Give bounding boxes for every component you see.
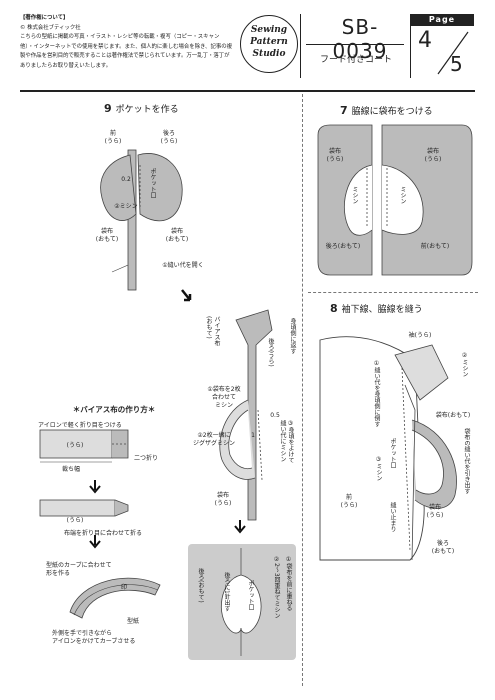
s8-stop: 縫い止まり (389, 502, 396, 532)
gb-fold-front: ①袋布を前に重ねる (285, 556, 292, 611)
logo-line-3: Studio (252, 49, 286, 59)
step9-title: ポケットを作る (115, 105, 179, 115)
s8-bag-outer: 袋布(おもて) (435, 412, 471, 419)
step7-title: 脇線に袋布をつける (351, 107, 433, 117)
copyright-body: こちらの型紙に掲載の写真・イラスト・レシピ等の転載・複写（コピー・スキャン他）・… (20, 34, 233, 69)
s9-open-seam: ①縫い代を開く (162, 262, 204, 269)
pattern-name: フード付きコート (319, 55, 392, 65)
copyright-notice: 【著作権について】 © 株式会社ブティック社 こちらの型紙に掲載の写真・イラスト… (20, 14, 232, 71)
bias-paper: 型紙 (126, 618, 139, 625)
s7-machine-right: ミシン (399, 186, 406, 204)
gb-repeat: ②2～3回重ねてミシン (273, 556, 280, 619)
pf-zigzag: ②2枚一緒に ジグザグミシン (192, 432, 235, 447)
bias-iron-curve: 外側を手で引きながら アイロンをかけてカーブさせる (52, 630, 136, 645)
s9-bag-right: 袋布 (おもて) (165, 228, 189, 243)
pf-avoid: ③身頃をよけて 縫い代にミシン (279, 420, 294, 463)
step7-number: 7 (340, 104, 348, 117)
s8-fold-seam: ①縫い代を身頃側に倒す (373, 360, 380, 427)
step9-diagram (100, 149, 183, 291)
s8-pull-seam: 袋布の縫い代を引き出す (463, 428, 470, 494)
s7-bag-left: 袋布 (うら) (326, 148, 344, 163)
header-rule (306, 44, 404, 45)
s8-back: 後ろ (おもて) (431, 540, 455, 555)
brand-logo: Sewing Pattern Studio (240, 15, 298, 73)
header-divider (300, 14, 301, 78)
gb-back-stitch: 後ろに1針出す (223, 572, 230, 612)
pf-back-ura: 後ろ(うら) (267, 338, 274, 367)
pf-fold-bag: ①袋布を2枚 合わせて ミシン (207, 386, 241, 409)
step8-title: 袖下線、脇線を縫う (341, 305, 423, 315)
bias-fold-center: 布端を折り目に合わせて折る (64, 530, 143, 537)
s7-back: 後ろ(おもて) (325, 243, 361, 250)
step8-number: 8 (330, 302, 338, 315)
logo-line-2: Pattern (250, 37, 288, 47)
column-divider (302, 94, 303, 686)
s9-bag-left: 袋布 (おもて) (95, 228, 119, 243)
s8-stitch2: ②ミシン (461, 352, 468, 377)
copyright-owner: © 株式会社ブティック社 (20, 24, 81, 31)
bias-mark: 印 (120, 584, 127, 591)
s8-sleeve: 袖(うら) (408, 332, 432, 339)
section-divider (308, 292, 478, 293)
pf-measure: 0.5 (270, 412, 280, 419)
bias-diagram (39, 429, 161, 619)
pattern-number: SB-0039 (332, 15, 388, 63)
page-current: 4 (418, 28, 432, 53)
s8-pocket-opening: ポケット口 (389, 438, 396, 468)
bias-caption: ＊バイアス布の作り方＊ (72, 405, 156, 414)
pocket-finish-diagram (219, 309, 273, 534)
gray-box (188, 544, 296, 660)
bias-fold2: 二つ折り (133, 455, 158, 462)
step7-diagram (317, 124, 473, 276)
s9-stitch: ②ミシン (114, 203, 138, 210)
s8-front: 前 (うら) (340, 494, 358, 509)
s9-back-label: 後ろ (うら) (160, 130, 178, 145)
pf-fold-body: 身頃側に返す (289, 318, 296, 354)
copyright-heading: 【著作権について】 (20, 15, 69, 21)
s9-front-label: 前 (うら) (104, 130, 122, 145)
bias-curve: 型紙のカーブに合わせて 形を作る (46, 562, 112, 577)
logo-line-1: Sewing (250, 25, 288, 35)
pf-bias-cloth: バイアス布 (おもて) (205, 316, 220, 346)
s7-front: 前(おもて) (420, 243, 450, 250)
page-label: Page (410, 14, 474, 26)
pf-one: 1 (251, 432, 255, 439)
s8-stitch3: ③ミシン (375, 456, 382, 481)
gb-pocket-opening: ポケット口 (247, 580, 254, 610)
bias-ura-2: (うら) (66, 517, 84, 524)
bias-iron: アイロンで軽く折り目をつける (38, 422, 122, 429)
page-total: 5 (450, 52, 463, 76)
s7-bag-right: 袋布 (うら) (424, 148, 442, 163)
bias-width: 裁ち幅 (61, 466, 80, 473)
gb-back-omote: 後ろ(おもて) (197, 568, 204, 603)
page-box (410, 14, 475, 78)
step9-number: 9 (104, 102, 112, 115)
s8-bag-inner: 袋布 (うら) (426, 504, 444, 519)
s9-pocket-opening: ポケット口 (149, 168, 156, 198)
s7-machine-left: ミシン (351, 186, 358, 204)
step8-diagram (319, 336, 457, 561)
pf-bag: 袋布 (うら) (214, 492, 232, 507)
bias-ura-1: (うら) (66, 442, 84, 449)
s9-measure: 0.2 (121, 176, 131, 183)
header-bottom-rule (20, 90, 475, 92)
